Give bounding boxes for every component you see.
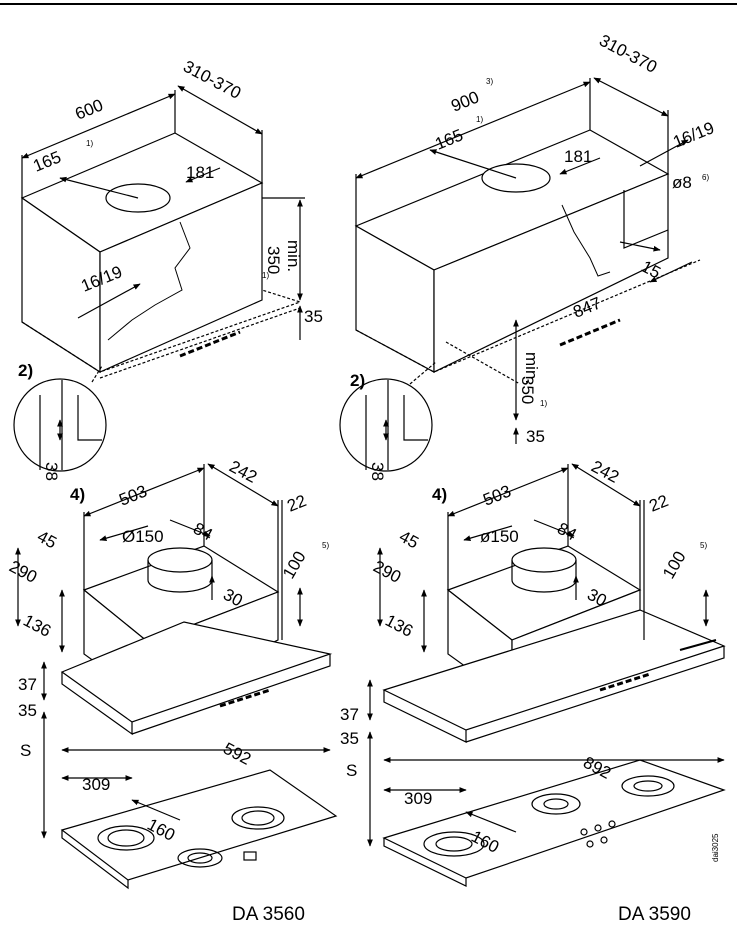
detail-38-left: 38 bbox=[42, 462, 61, 481]
dim-45-left: 45 bbox=[34, 527, 60, 553]
dim-165-right: 165 bbox=[432, 125, 465, 153]
dim-309-left: 309 bbox=[82, 775, 110, 794]
dim-100-left: 100 bbox=[279, 548, 310, 582]
hob-ring-1 bbox=[97, 825, 155, 851]
dim-181-left: 181 bbox=[186, 163, 214, 182]
detail-38-right: 38 bbox=[368, 462, 387, 481]
dim-wall-right: 16/19 bbox=[670, 118, 717, 152]
dim-290-right: 290 bbox=[370, 557, 404, 587]
dim-depth-left: 310-370 bbox=[180, 57, 244, 103]
dim-84-left: 84 bbox=[190, 519, 216, 545]
hood-drawing-da3560 bbox=[15, 463, 338, 890]
dim-900: 900 bbox=[448, 87, 481, 115]
hob-ring-4 bbox=[423, 831, 485, 857]
dim-600: 600 bbox=[72, 95, 105, 123]
dim-592: 592 bbox=[220, 739, 254, 769]
note-100-left: 5) bbox=[322, 541, 329, 550]
dim-35-left-b: 35 bbox=[18, 701, 37, 720]
drawing-id: dai3025 bbox=[711, 833, 720, 862]
note-hole: 6) bbox=[702, 173, 709, 182]
dim-s-right: S bbox=[346, 761, 357, 780]
hob-ring-5 bbox=[621, 775, 675, 797]
note-350-left: 1) bbox=[262, 271, 269, 280]
dim-hole: ø8 bbox=[672, 173, 692, 192]
note-100-right: 5) bbox=[700, 541, 707, 550]
detail-circle-left bbox=[13, 365, 107, 472]
dim-136-left: 136 bbox=[20, 611, 54, 641]
duct-collar-3590 bbox=[511, 547, 577, 573]
cabinet-drawing-600 bbox=[20, 85, 305, 379]
note4-left: 4) bbox=[70, 485, 85, 504]
dim-37-left: 37 bbox=[18, 675, 37, 694]
dim-309-right: 309 bbox=[404, 789, 432, 808]
hob-ring-3 bbox=[177, 848, 223, 868]
dim-503-left: 503 bbox=[116, 481, 149, 509]
hob-ring-6 bbox=[531, 793, 581, 815]
note-900: 3) bbox=[486, 77, 493, 86]
dim-350-left: 350 bbox=[264, 246, 283, 274]
dim-35-right: 35 bbox=[526, 427, 545, 446]
dim-35-left: 35 bbox=[304, 307, 323, 326]
detail-label-left: 2) bbox=[18, 361, 33, 380]
dim-duct-left: Ø150 bbox=[122, 527, 164, 546]
dim-37-right: 37 bbox=[340, 705, 359, 724]
dim-s-left: S bbox=[20, 741, 31, 760]
note-350-right: 1) bbox=[540, 399, 547, 408]
dim-100-right: 100 bbox=[659, 548, 690, 582]
model-label-left: DA 3560 bbox=[232, 904, 305, 925]
dim-181-right: 181 bbox=[564, 147, 592, 166]
dim-35-right-b: 35 bbox=[340, 729, 359, 748]
dim-min-right: min. bbox=[522, 352, 541, 384]
dim-22-left: 22 bbox=[284, 491, 309, 516]
dim-84-right: 84 bbox=[554, 519, 580, 545]
note-165-right: 1) bbox=[476, 115, 483, 124]
note-165-left: 1) bbox=[86, 139, 93, 148]
detail-label-right: 2) bbox=[350, 371, 365, 390]
dim-165-left: 165 bbox=[30, 147, 63, 175]
cabinet-drawing-900 bbox=[354, 77, 701, 444]
dim-min-left: min. bbox=[284, 240, 303, 272]
dim-242-right: 242 bbox=[588, 457, 622, 487]
detail-circle-right bbox=[339, 361, 437, 472]
dim-350-right: 350 bbox=[518, 376, 537, 404]
model-label-right: DA 3590 bbox=[618, 904, 691, 925]
hood-drawing-da3590 bbox=[367, 463, 726, 887]
dim-45-right: 45 bbox=[396, 527, 422, 553]
hob-ring-2 bbox=[231, 806, 285, 830]
dim-duct-right: ø150 bbox=[480, 527, 519, 546]
dim-136-right: 136 bbox=[382, 611, 416, 641]
dim-242-left: 242 bbox=[226, 457, 260, 487]
dim-depth-right: 310-370 bbox=[596, 31, 660, 77]
dim-503-right: 503 bbox=[480, 481, 513, 509]
note4-right: 4) bbox=[432, 485, 447, 504]
duct-collar bbox=[147, 547, 213, 573]
dim-22-right: 22 bbox=[646, 491, 671, 516]
dim-290-left: 290 bbox=[6, 557, 40, 587]
